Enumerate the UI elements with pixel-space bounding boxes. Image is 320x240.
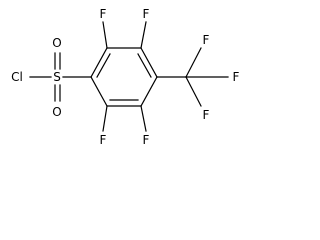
atom-label-o-bottom: O — [52, 105, 61, 119]
atom-label-cl: Cl — [11, 70, 23, 84]
bond-cf3-f-bottom — [185, 76, 202, 107]
bond-c5-f — [140, 105, 147, 132]
atom-label-f-cf3-top: F — [203, 33, 210, 47]
chemical-structure: Cl S O O F F F F F F F — [11, 7, 240, 147]
ring-double-bond-c1-c2 — [96, 53, 111, 78]
atom-label-f-cf3-bottom: F — [203, 108, 210, 122]
atom-label-f-ring-bottom-right: F — [143, 133, 150, 147]
bond-c6-f — [102, 105, 108, 132]
atom-label-f-ring-top-left: F — [100, 7, 107, 21]
atom-label-f-ring-bottom-left: F — [100, 133, 107, 147]
bond-c3-f — [140, 21, 147, 49]
ring-bond-c6-c1 — [90, 76, 108, 107]
ring-double-bond-c3-c4 — [137, 53, 152, 78]
ring-bond-c1-c2 — [90, 47, 108, 78]
ring-bond-c4-c5 — [140, 76, 158, 107]
atom-label-o-top: O — [52, 36, 61, 50]
atom-label-s: S — [53, 70, 61, 84]
atom-label-f-ring-top-right: F — [143, 7, 150, 21]
atom-label-f-cf3-right: F — [233, 70, 240, 84]
bond-c2-f — [102, 21, 108, 49]
bond-cf3-f-top — [185, 47, 202, 78]
benzene-ring — [90, 47, 158, 107]
ring-bond-c3-c4 — [140, 47, 158, 78]
